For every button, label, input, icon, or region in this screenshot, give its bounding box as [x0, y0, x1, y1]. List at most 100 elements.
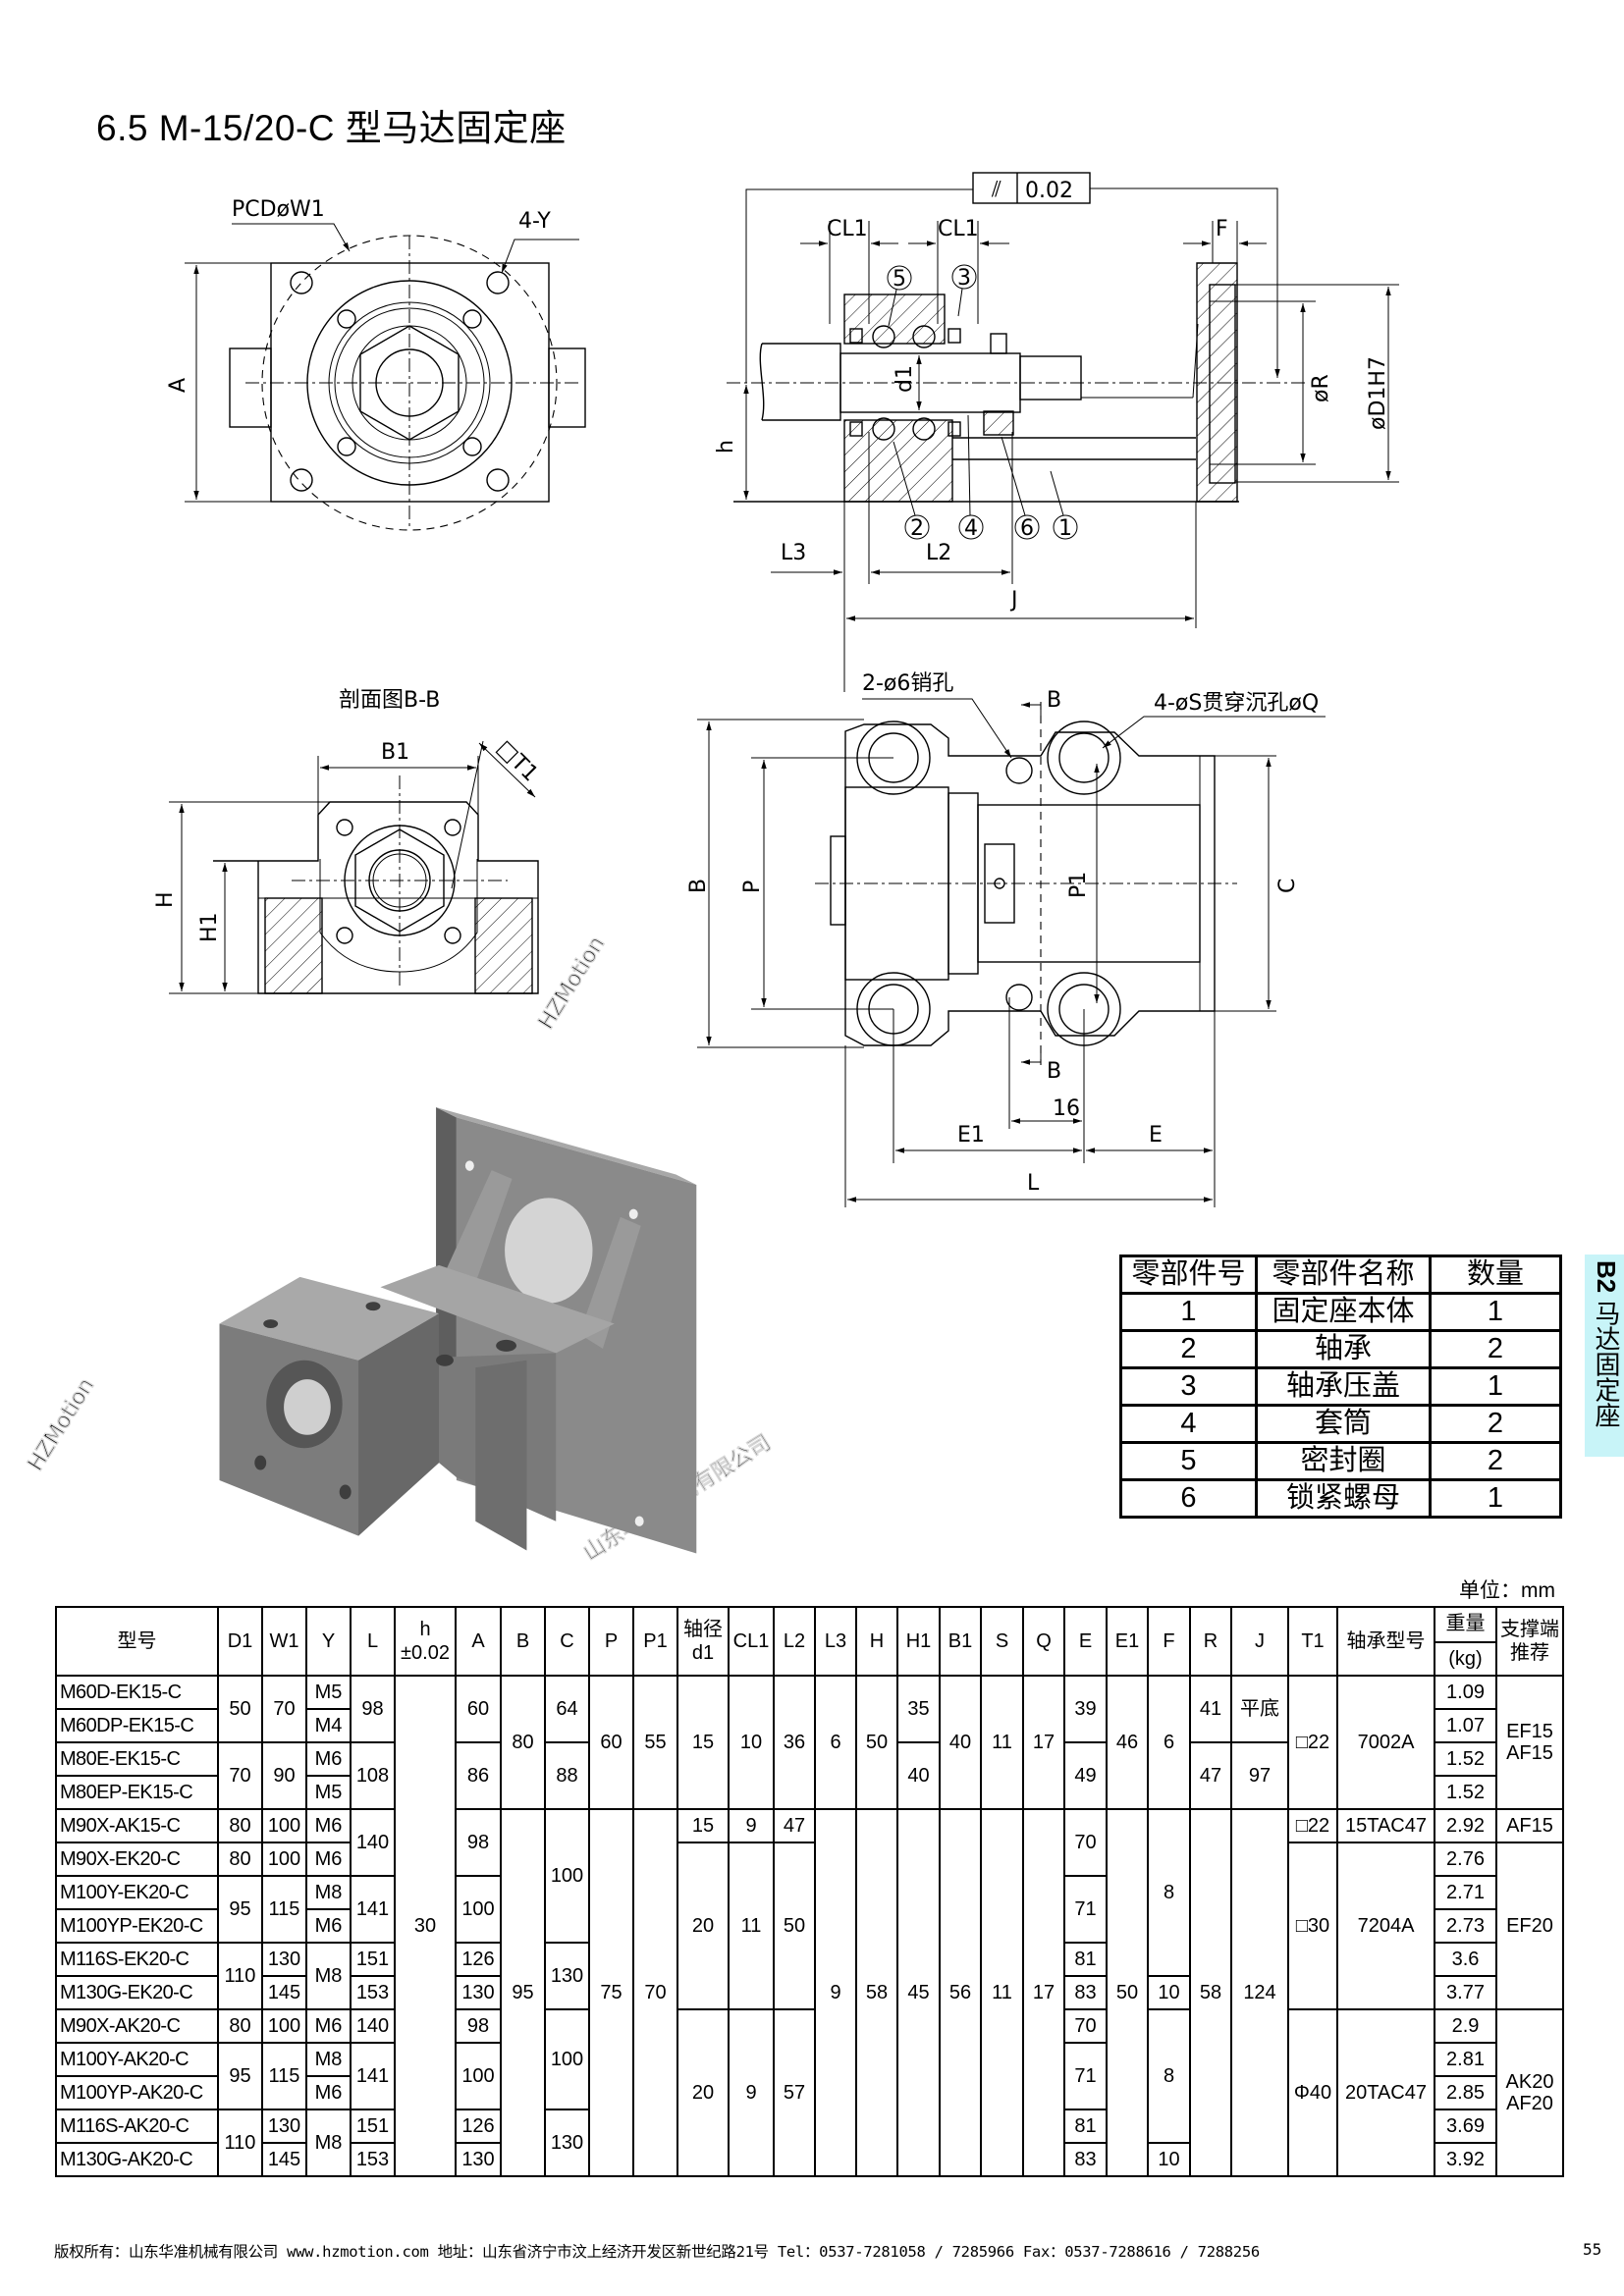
model-cell: M80EP-EK15-C	[55, 1775, 219, 1810]
column-header: Y	[305, 1606, 352, 1677]
table-cell: □22	[1287, 1675, 1338, 1810]
column-header: h ±0.02	[394, 1606, 457, 1677]
column-header: P	[588, 1606, 634, 1677]
column-header-label: C	[560, 1630, 574, 1652]
table-cell: 11	[980, 1675, 1024, 1810]
table-cell: 100	[544, 2008, 590, 2110]
svg-text:5: 5	[893, 267, 906, 292]
table-cell: 2.85	[1434, 2075, 1497, 2110]
column-header-label: P	[604, 1630, 619, 1652]
table-cell: 3.92	[1434, 2142, 1497, 2177]
table-cell: 100	[455, 2042, 502, 2110]
table-cell: 145	[261, 1975, 307, 2010]
dim-r-label: øR	[1309, 374, 1333, 402]
column-header-label: 轴承型号	[1346, 1630, 1426, 1652]
table-cell: AF15	[1495, 1808, 1564, 1843]
column-header: R	[1189, 1606, 1232, 1677]
table-cell: M6	[305, 1842, 352, 1877]
table-cell: 20TAC47	[1336, 2008, 1435, 2177]
dim-cl1-right-label: CL1	[938, 217, 979, 241]
column-header: F	[1147, 1606, 1191, 1677]
dim-h-label: h	[714, 440, 738, 454]
footer-contact: 版权所有：山东华准机械有限公司 www.hzmotion.com 地址：山东省济…	[54, 2243, 1260, 2261]
model-cell: M90X-AK20-C	[55, 2008, 219, 2044]
svg-text:4: 4	[964, 516, 978, 541]
column-header-label: F	[1163, 1630, 1175, 1652]
table-cell: 124	[1230, 1808, 1289, 2177]
table-cell: 130	[455, 1975, 502, 2010]
table-cell: 130	[261, 2109, 307, 2144]
column-header: C	[544, 1606, 590, 1677]
table-cell: M8	[305, 1875, 352, 1910]
column-header-label: 型号	[117, 1630, 157, 1652]
table-cell: 98	[350, 1675, 396, 1743]
table-cell: 71	[1063, 2042, 1108, 2110]
dim-l2-label: L2	[926, 541, 951, 565]
part-qty: 2	[1429, 1329, 1562, 1369]
dim-f-label: F	[1216, 217, 1228, 241]
table-row: M80EP-EK15-C M5 1.52	[55, 1775, 1563, 1810]
table-cell: 46	[1106, 1675, 1149, 1810]
column-header: H	[855, 1606, 898, 1677]
column-header: 型号	[55, 1606, 219, 1677]
table-cell: 64	[544, 1675, 590, 1743]
column-header-label: A	[471, 1630, 485, 1652]
column-header-unit: (kg)	[1436, 1641, 1494, 1671]
table-cell: 80	[500, 1675, 546, 1810]
column-header: B1	[939, 1606, 982, 1677]
column-header-label: L2	[783, 1630, 806, 1652]
table-cell: 100	[261, 2008, 307, 2044]
table-cell: 3.69	[1434, 2109, 1497, 2144]
table-cell: 97	[1230, 1741, 1289, 1810]
section-mark-bottom: B	[1047, 1059, 1061, 1084]
table-cell: 35	[896, 1675, 941, 1743]
page-title: 6.5 M-15/20-C 型马达固定座	[96, 108, 567, 148]
table-cell: 70	[632, 1808, 678, 2177]
side-section-view: ⫽ 0.02 øR øD1H7 CL1 CL1 F	[714, 172, 1399, 692]
table-cell: 83	[1063, 1975, 1108, 2010]
model-cell: M90X-AK15-C	[55, 1808, 219, 1843]
column-header: D1	[217, 1606, 263, 1677]
page-number: 55	[1583, 2240, 1602, 2259]
table-cell: 90	[261, 1741, 307, 1810]
dim-b1-label: B1	[381, 740, 409, 765]
table-cell: 151	[350, 1942, 396, 1977]
dim-h-label: H	[153, 891, 178, 908]
model-cell: M60D-EK15-C	[55, 1675, 219, 1710]
dim-a-label: A	[166, 378, 190, 393]
column-header-label: 支撑端 推荐	[1500, 1619, 1559, 1664]
part-no: 5	[1119, 1441, 1258, 1481]
svg-text:6: 6	[1020, 516, 1034, 541]
part-qty: 1	[1429, 1478, 1562, 1519]
table-cell: 9	[728, 1808, 775, 1843]
table-cell: AK20 AF20	[1495, 2008, 1564, 2177]
table-cell: EF15 AF15	[1495, 1675, 1564, 1810]
svg-text:HZMotion: HZMotion	[534, 933, 610, 1034]
column-header: 重量(kg)	[1434, 1606, 1497, 1677]
table-cell: 1.52	[1434, 1775, 1497, 1810]
column-header-label: Y	[321, 1630, 336, 1652]
part-qty: 2	[1429, 1441, 1562, 1481]
table-cell: 2.71	[1434, 1875, 1497, 1910]
part-name: 套筒	[1255, 1404, 1432, 1444]
table-cell: M6	[305, 1741, 352, 1777]
section-b-b-view: 剖面图B-B B1 □T1 H H1	[153, 688, 543, 994]
table-cell: 145	[261, 2142, 307, 2177]
table-cell: □22	[1287, 1808, 1338, 1843]
column-header-label: Q	[1036, 1630, 1052, 1652]
table-cell: M5	[305, 1775, 352, 1810]
table-cell: 151	[350, 2109, 396, 2144]
section-mark-top: B	[1047, 688, 1061, 713]
section-side-tab[interactable]: B2 马达固定座	[1585, 1255, 1624, 1457]
table-cell: M5	[305, 1675, 352, 1710]
table-cell: 140	[350, 2008, 396, 2044]
table-cell: 58	[855, 1808, 898, 2177]
table-cell: 40	[896, 1741, 941, 1810]
